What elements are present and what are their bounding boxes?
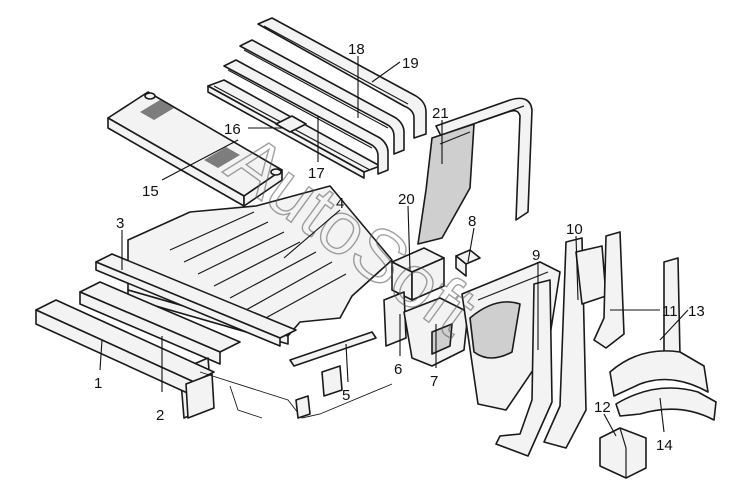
callout-1: 1 [94, 375, 102, 392]
callout-6: 6 [394, 361, 402, 378]
leader-8 [467, 227, 475, 263]
part-14-wheel-arch [615, 387, 717, 421]
part-12-bracket [599, 427, 647, 479]
leader-4 [283, 209, 341, 259]
part-8-clip [455, 249, 481, 277]
chassis-frame-outline [199, 365, 393, 419]
leader-5 [345, 343, 349, 383]
callout-17: 17 [308, 165, 325, 182]
callout-15: 15 [142, 183, 159, 200]
callout-10: 10 [566, 221, 583, 238]
part-15-seat-panel [107, 91, 283, 207]
callout-9: 9 [532, 247, 540, 264]
callout-8: 8 [468, 213, 476, 230]
part-19-roof-bow [257, 17, 427, 139]
callout-5: 5 [342, 387, 350, 404]
callout-2: 2 [156, 407, 164, 424]
leader-12 [603, 413, 617, 437]
callout-7: 7 [430, 373, 438, 390]
callout-18: 18 [348, 41, 365, 58]
callout-21: 21 [432, 105, 449, 122]
leader-10 [575, 235, 579, 301]
callout-11: 11 [662, 303, 678, 320]
part-5-lower-rail [289, 331, 377, 367]
leader-13 [659, 309, 689, 341]
leader-20 [407, 205, 411, 271]
callout-13: 13 [688, 303, 705, 320]
leader-lines [99, 56, 689, 437]
part-20-box [391, 247, 445, 301]
callout-14: 14 [656, 437, 673, 454]
callout-12: 12 [594, 399, 611, 416]
callout-19: 19 [402, 55, 419, 72]
leader-19 [371, 61, 401, 83]
callout-16: 16 [224, 121, 241, 138]
callout-labels: 1 2 3 4 5 6 7 8 9 10 11 12 13 14 15 16 1… [94, 41, 705, 454]
part-18-roof-bow [223, 39, 405, 175]
part-13-pillar-arch [609, 257, 709, 397]
part-11-pillar [593, 231, 625, 349]
part-1-front-sill [35, 299, 215, 419]
leader-1 [99, 339, 103, 371]
callout-4: 4 [336, 195, 344, 212]
leader-15 [161, 139, 239, 181]
callout-20: 20 [398, 191, 415, 208]
part-21-door-frame [417, 97, 533, 245]
callout-3: 3 [116, 215, 124, 232]
leader-14 [659, 397, 665, 433]
part-3-side-rail [95, 253, 297, 347]
